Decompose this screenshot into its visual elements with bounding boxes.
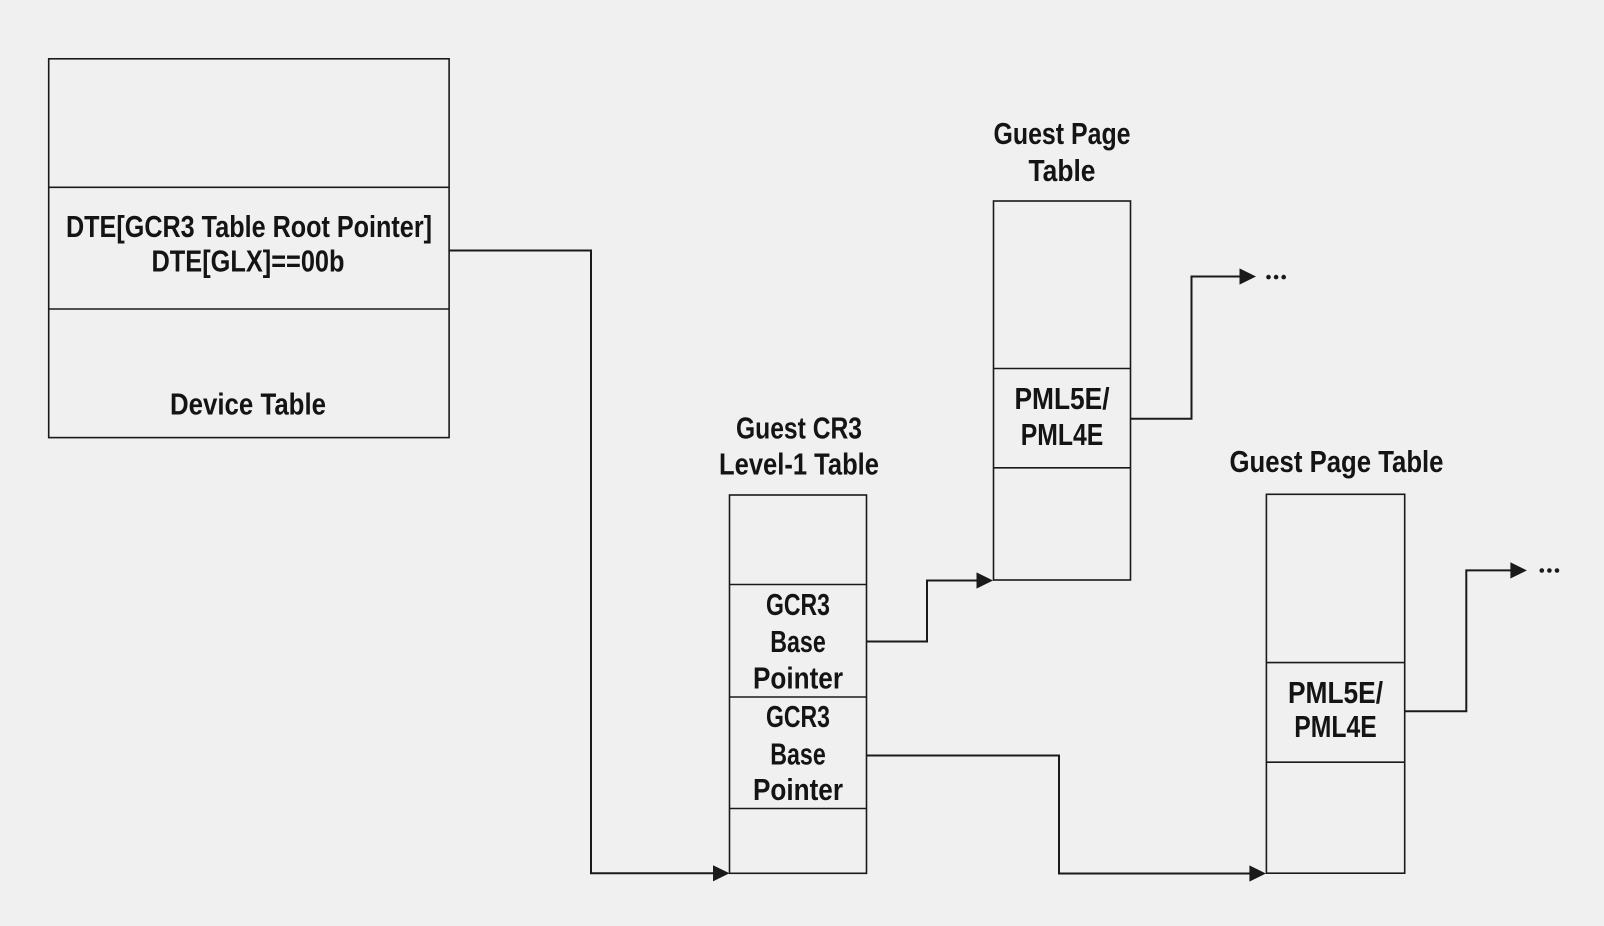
svg-text:Level-1 Table: Level-1 Table bbox=[719, 447, 879, 482]
svg-text:GCR3: GCR3 bbox=[766, 587, 830, 622]
svg-text:GCR3: GCR3 bbox=[766, 699, 830, 734]
svg-text:Base: Base bbox=[770, 624, 826, 659]
svg-text:PML4E: PML4E bbox=[1294, 709, 1377, 744]
svg-text:PML4E: PML4E bbox=[1021, 417, 1104, 452]
svg-text:Device Table: Device Table bbox=[170, 387, 326, 422]
svg-text:DTE[GLX]==00b: DTE[GLX]==00b bbox=[152, 244, 345, 279]
svg-text:Guest Page Table: Guest Page Table bbox=[1230, 444, 1444, 479]
svg-text:PML5E/: PML5E/ bbox=[1288, 675, 1383, 710]
svg-text:Guest CR3: Guest CR3 bbox=[736, 411, 862, 446]
svg-text:PML5E/: PML5E/ bbox=[1015, 381, 1110, 416]
svg-text:Table: Table bbox=[1029, 153, 1096, 188]
svg-text:Pointer: Pointer bbox=[753, 661, 843, 696]
svg-text:DTE[GCR3 Table Root Pointer]: DTE[GCR3 Table Root Pointer] bbox=[66, 209, 432, 244]
svg-text:Guest Page: Guest Page bbox=[994, 116, 1131, 151]
svg-text:Base: Base bbox=[770, 737, 826, 772]
svg-text:Pointer: Pointer bbox=[753, 772, 843, 807]
